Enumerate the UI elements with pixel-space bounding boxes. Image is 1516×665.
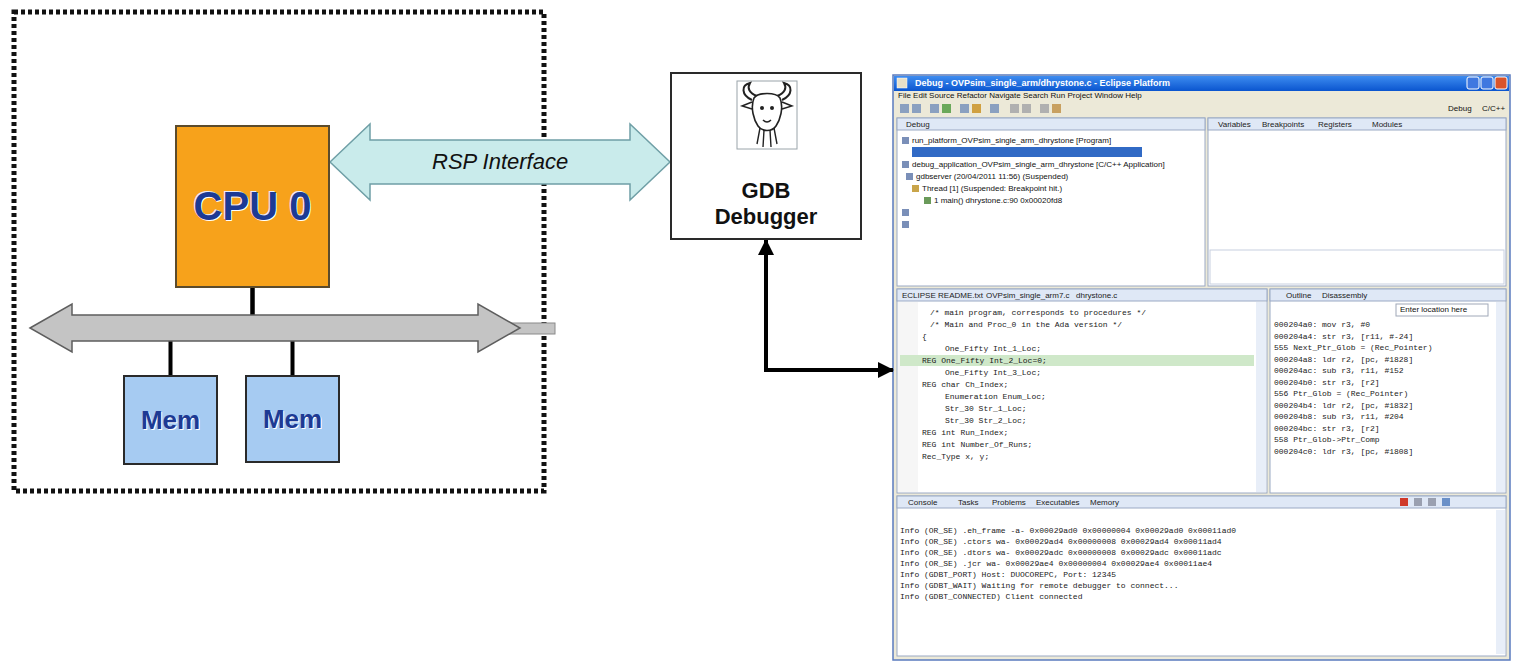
edge-label: RSP Interface xyxy=(429,149,571,175)
memory-box: Mem xyxy=(245,375,340,463)
view-tab: Outline xyxy=(1286,291,1311,301)
disassembly-line: 000204ac: sub r3, r11, #152 xyxy=(1274,366,1404,376)
disassembly-line: 000204a4: str r3, [r11, #-24] xyxy=(1274,332,1413,342)
gnu-logo xyxy=(736,80,798,150)
disassembly-line: 000204a0: mov r3, #0 xyxy=(1274,320,1370,330)
console-tab: Console xyxy=(908,498,937,508)
debug-tree-item: 1 main() dhrystone.c:90 0x00020fd8 xyxy=(934,196,1062,206)
disassembly-line: 000204b4: ldr r2, [pc, #1832] xyxy=(1274,401,1413,411)
console-tab: Problems xyxy=(992,498,1026,508)
window-title: Debug - OVPsim_single_arm/dhrystone.c - … xyxy=(915,77,1170,89)
editor-tab: OVPsim_single_arm7.c xyxy=(986,291,1070,301)
debug-tree-item: Thread [1] (Suspended: Breakpoint hit.) xyxy=(922,184,1062,194)
code-line: Str_30 Str_2_Loc; xyxy=(945,416,1027,426)
box-label: Mem xyxy=(263,404,322,435)
bus-arrow xyxy=(30,304,520,352)
debug-link-arrow xyxy=(766,240,893,370)
disassembly-line: 000204bc: str r3, [r2] xyxy=(1274,424,1380,434)
selected-row xyxy=(912,147,1142,157)
disassembly-line: 000204a8: ldr r2, [pc, #1828] xyxy=(1274,355,1413,365)
variables-pane xyxy=(1208,118,1506,286)
editor-tab: dhrystone.c xyxy=(1076,291,1117,301)
eclipse-screenshot xyxy=(893,75,1510,660)
view-tab: Disassembly xyxy=(1322,291,1367,301)
toolbar-icons xyxy=(900,104,1061,113)
console-line: Info (OR_SE) .ctors wa- 0x00029ad4 0x000… xyxy=(900,537,1222,547)
view-tab: Debug xyxy=(906,120,930,130)
code-line: /* main program, corresponds to procedur… xyxy=(930,308,1146,318)
console-tab: Memory xyxy=(1090,498,1119,508)
perspective-button: Debug xyxy=(1448,104,1472,114)
perspective-button: C/C++ xyxy=(1482,104,1505,114)
platform-boundary xyxy=(14,12,544,491)
minimize-button xyxy=(1467,77,1479,89)
code-line: Enumeration Enum_Loc; xyxy=(945,392,1046,402)
cpu-box: CPU 0 xyxy=(175,125,330,288)
menu-bar: File Edit Source Refactor Navigate Searc… xyxy=(898,91,1142,101)
code-line: REG int Run_Index; xyxy=(922,428,1008,438)
disassembly-pane xyxy=(1270,289,1506,493)
code-line: REG One_Fifty Int_2_Loc=0; xyxy=(922,356,1047,366)
view-tab: Variables xyxy=(1218,120,1251,130)
code-line: { xyxy=(922,332,927,342)
code-line: REG int Number_Of_Runs; xyxy=(922,440,1032,450)
scrollbar xyxy=(1256,302,1266,492)
disassembly-line: 555 Next_Ptr_Glob = (Rec_Pointer) xyxy=(1274,343,1432,353)
disassembly-line: 000204b8: sub r3, r11, #204 xyxy=(1274,412,1404,422)
box-label: GDB Debugger xyxy=(706,178,826,230)
current-line xyxy=(900,355,1254,366)
console-line: Info (OR_SE) .eh_frame -a- 0x00029ad0 0x… xyxy=(900,526,1236,536)
location-field xyxy=(1396,304,1488,316)
disassembly-line: 000204c0: ldr r3, [pc, #1808] xyxy=(1274,447,1413,457)
console-tab: Executables xyxy=(1036,498,1080,508)
editor-pane xyxy=(897,289,1267,493)
console-line: Info (GDBT_CONNECTED) Client connected xyxy=(900,592,1082,602)
code-line: Rec_Type x, y; xyxy=(922,452,989,462)
editor-tab: ECLIPSE README.txt xyxy=(902,291,983,301)
box-label: Mem xyxy=(141,405,200,436)
console-pane xyxy=(897,496,1506,656)
maximize-button xyxy=(1481,77,1493,89)
debug-tree-item: run_platform_OVPsim_single_arm_dhrystone… xyxy=(912,136,1111,146)
disassembly-line: 558 Ptr_Glob->Ptr_Comp xyxy=(1274,435,1380,445)
app-icon xyxy=(897,78,907,88)
rsp-interface-arrow xyxy=(330,124,670,200)
disassembly-line: 556 Ptr_Glob = (Rec_Pointer) xyxy=(1274,389,1408,399)
code-line: One_Fifty Int_3_Loc; xyxy=(945,368,1041,378)
location-hint: Enter location here xyxy=(1400,305,1467,315)
view-tab: Modules xyxy=(1372,120,1402,130)
debug-tree-item: gdbserver (20/04/2011 11:56) (Suspended) xyxy=(916,172,1068,182)
memory-box: Mem xyxy=(123,375,218,465)
code-line: /* Main and Proc_0 in the Ada version */ xyxy=(930,320,1122,330)
code-line: One_Fifty Int_1_Loc; xyxy=(945,344,1041,354)
scrollbar xyxy=(1496,302,1505,492)
view-tab: Breakpoints xyxy=(1262,120,1304,130)
console-line: Info (OR_SE) .dtors wa- 0x00029adc 0x000… xyxy=(900,548,1222,558)
window-frame xyxy=(893,75,1510,660)
code-line: REG char Ch_Index; xyxy=(922,380,1008,390)
disassembly-line: 000204b0: str r3, [r2] xyxy=(1274,378,1380,388)
debug-pane xyxy=(897,118,1205,286)
console-tab: Tasks xyxy=(958,498,978,508)
debug-tree-item: debug_application_OVPsim_single_arm_dhry… xyxy=(912,160,1165,170)
box-label: CPU 0 xyxy=(194,184,312,229)
close-button xyxy=(1495,77,1507,89)
console-line: Info (GDBT_WAIT) Waiting for remote debu… xyxy=(900,581,1178,591)
code-line: Str_30 Str_1_Loc; xyxy=(945,404,1027,414)
title-bar xyxy=(894,76,1509,91)
console-line: Info (GDBT_PORT) Host: DUOCOREPC, Port: … xyxy=(900,570,1116,580)
view-tab: Registers xyxy=(1318,120,1352,130)
console-line: Info (OR_SE) .jcr wa- 0x00029ae4 0x00000… xyxy=(900,559,1212,569)
